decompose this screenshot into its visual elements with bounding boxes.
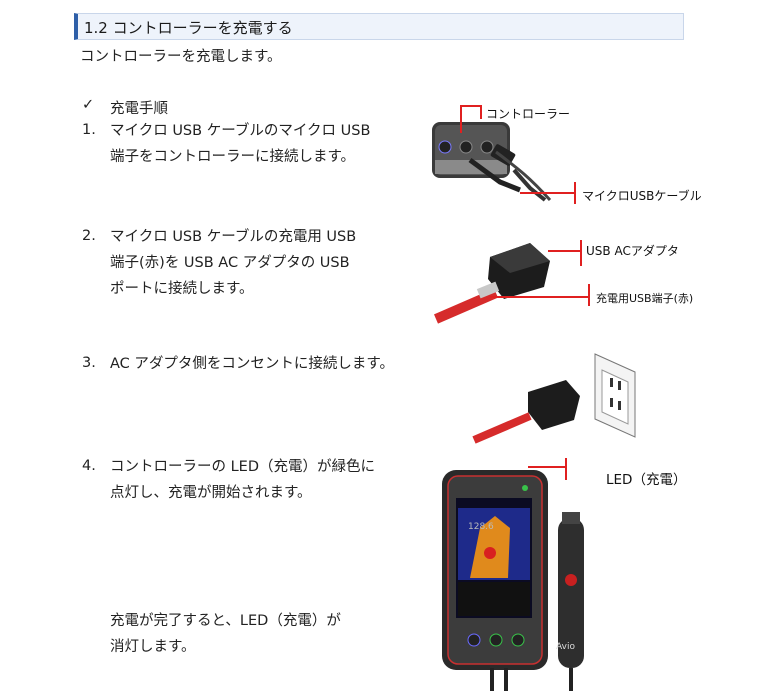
callout-micro-usb-cable: マイクロUSBケーブル [582, 189, 702, 203]
figure-controller-led [442, 470, 584, 691]
step-1-line-1: マイクロ USB ケーブルのマイクロ USB [110, 123, 371, 139]
step-4-line-2: 点灯し、充電が開始されます。 [110, 485, 312, 501]
callout-controller: コントローラー [486, 107, 571, 121]
check-icon: ✓ [82, 97, 95, 113]
screen-value: 128.6 [468, 522, 494, 532]
step-2-number: 2. [82, 228, 96, 244]
figure-usb-ac-adapter [434, 243, 550, 324]
figure-micro-usb-connection [432, 122, 552, 202]
step-4-text: コントローラーの LED（充電）が緑色に 点灯し、充電が開始されます。 [110, 454, 375, 506]
step-3-line-1: AC アダプタ側をコンセントに接続します。 [110, 356, 394, 372]
callout-line-led-tick [565, 458, 567, 480]
section-heading: 1.2 コントローラーを充電する [84, 19, 293, 37]
callout-line-cable-h [520, 192, 576, 194]
step-2-line-3: ポートに接続します。 [110, 281, 254, 297]
step-4-line-1: コントローラーの LED（充電）が緑色に [110, 459, 376, 475]
callout-usb-ac-adapter: USB ACアダプタ [586, 244, 679, 258]
step-2-text: マイクロ USB ケーブルの充電用 USB 端子(赤)を USB AC アダプタ… [110, 224, 356, 302]
step-1-text: マイクロ USB ケーブルのマイクロ USB 端子をコントローラーに接続します。 [110, 118, 370, 170]
note-line-2: 消灯します。 [110, 639, 196, 655]
note-line-1: 充電が完了すると、LED（充電）が [110, 613, 341, 629]
led-indicator [522, 485, 528, 491]
step-2-line-2: 端子(赤)を USB AC アダプタの USB [110, 255, 350, 271]
callout-line-led-h [528, 466, 567, 468]
callout-line-port-h [490, 296, 590, 298]
callout-line-port-tick [588, 284, 590, 306]
callout-line-controller-h [460, 105, 482, 107]
callout-line-controller-tick [480, 105, 482, 119]
callout-line-adapter-tick [580, 240, 582, 266]
step-4-number: 4. [82, 458, 96, 474]
callout-line-adapter-h [548, 250, 582, 252]
callout-charge-usb-port: 充電用USB端子(赤) [596, 292, 694, 305]
step-1-line-2: 端子をコントローラーに接続します。 [110, 149, 356, 165]
figure-wall-outlet [472, 353, 636, 444]
callout-line-controller-v [460, 105, 462, 133]
step-2-line-1: マイクロ USB ケーブルの充電用 USB [110, 229, 357, 245]
step-3-number: 3. [82, 355, 96, 371]
procedure-title: 充電手順 [110, 101, 168, 117]
step-3-text: AC アダプタ側をコンセントに接続します。 [110, 351, 394, 377]
completion-note: 充電が完了すると、LED（充電）が 消灯します。 [110, 608, 341, 660]
step-1-number: 1. [82, 122, 96, 138]
callout-led-charge: LED（充電） [606, 472, 687, 488]
section-heading-bar [74, 13, 684, 40]
intro-text: コントローラーを充電します。 [80, 49, 282, 65]
brand-logo: Avio [556, 642, 575, 652]
